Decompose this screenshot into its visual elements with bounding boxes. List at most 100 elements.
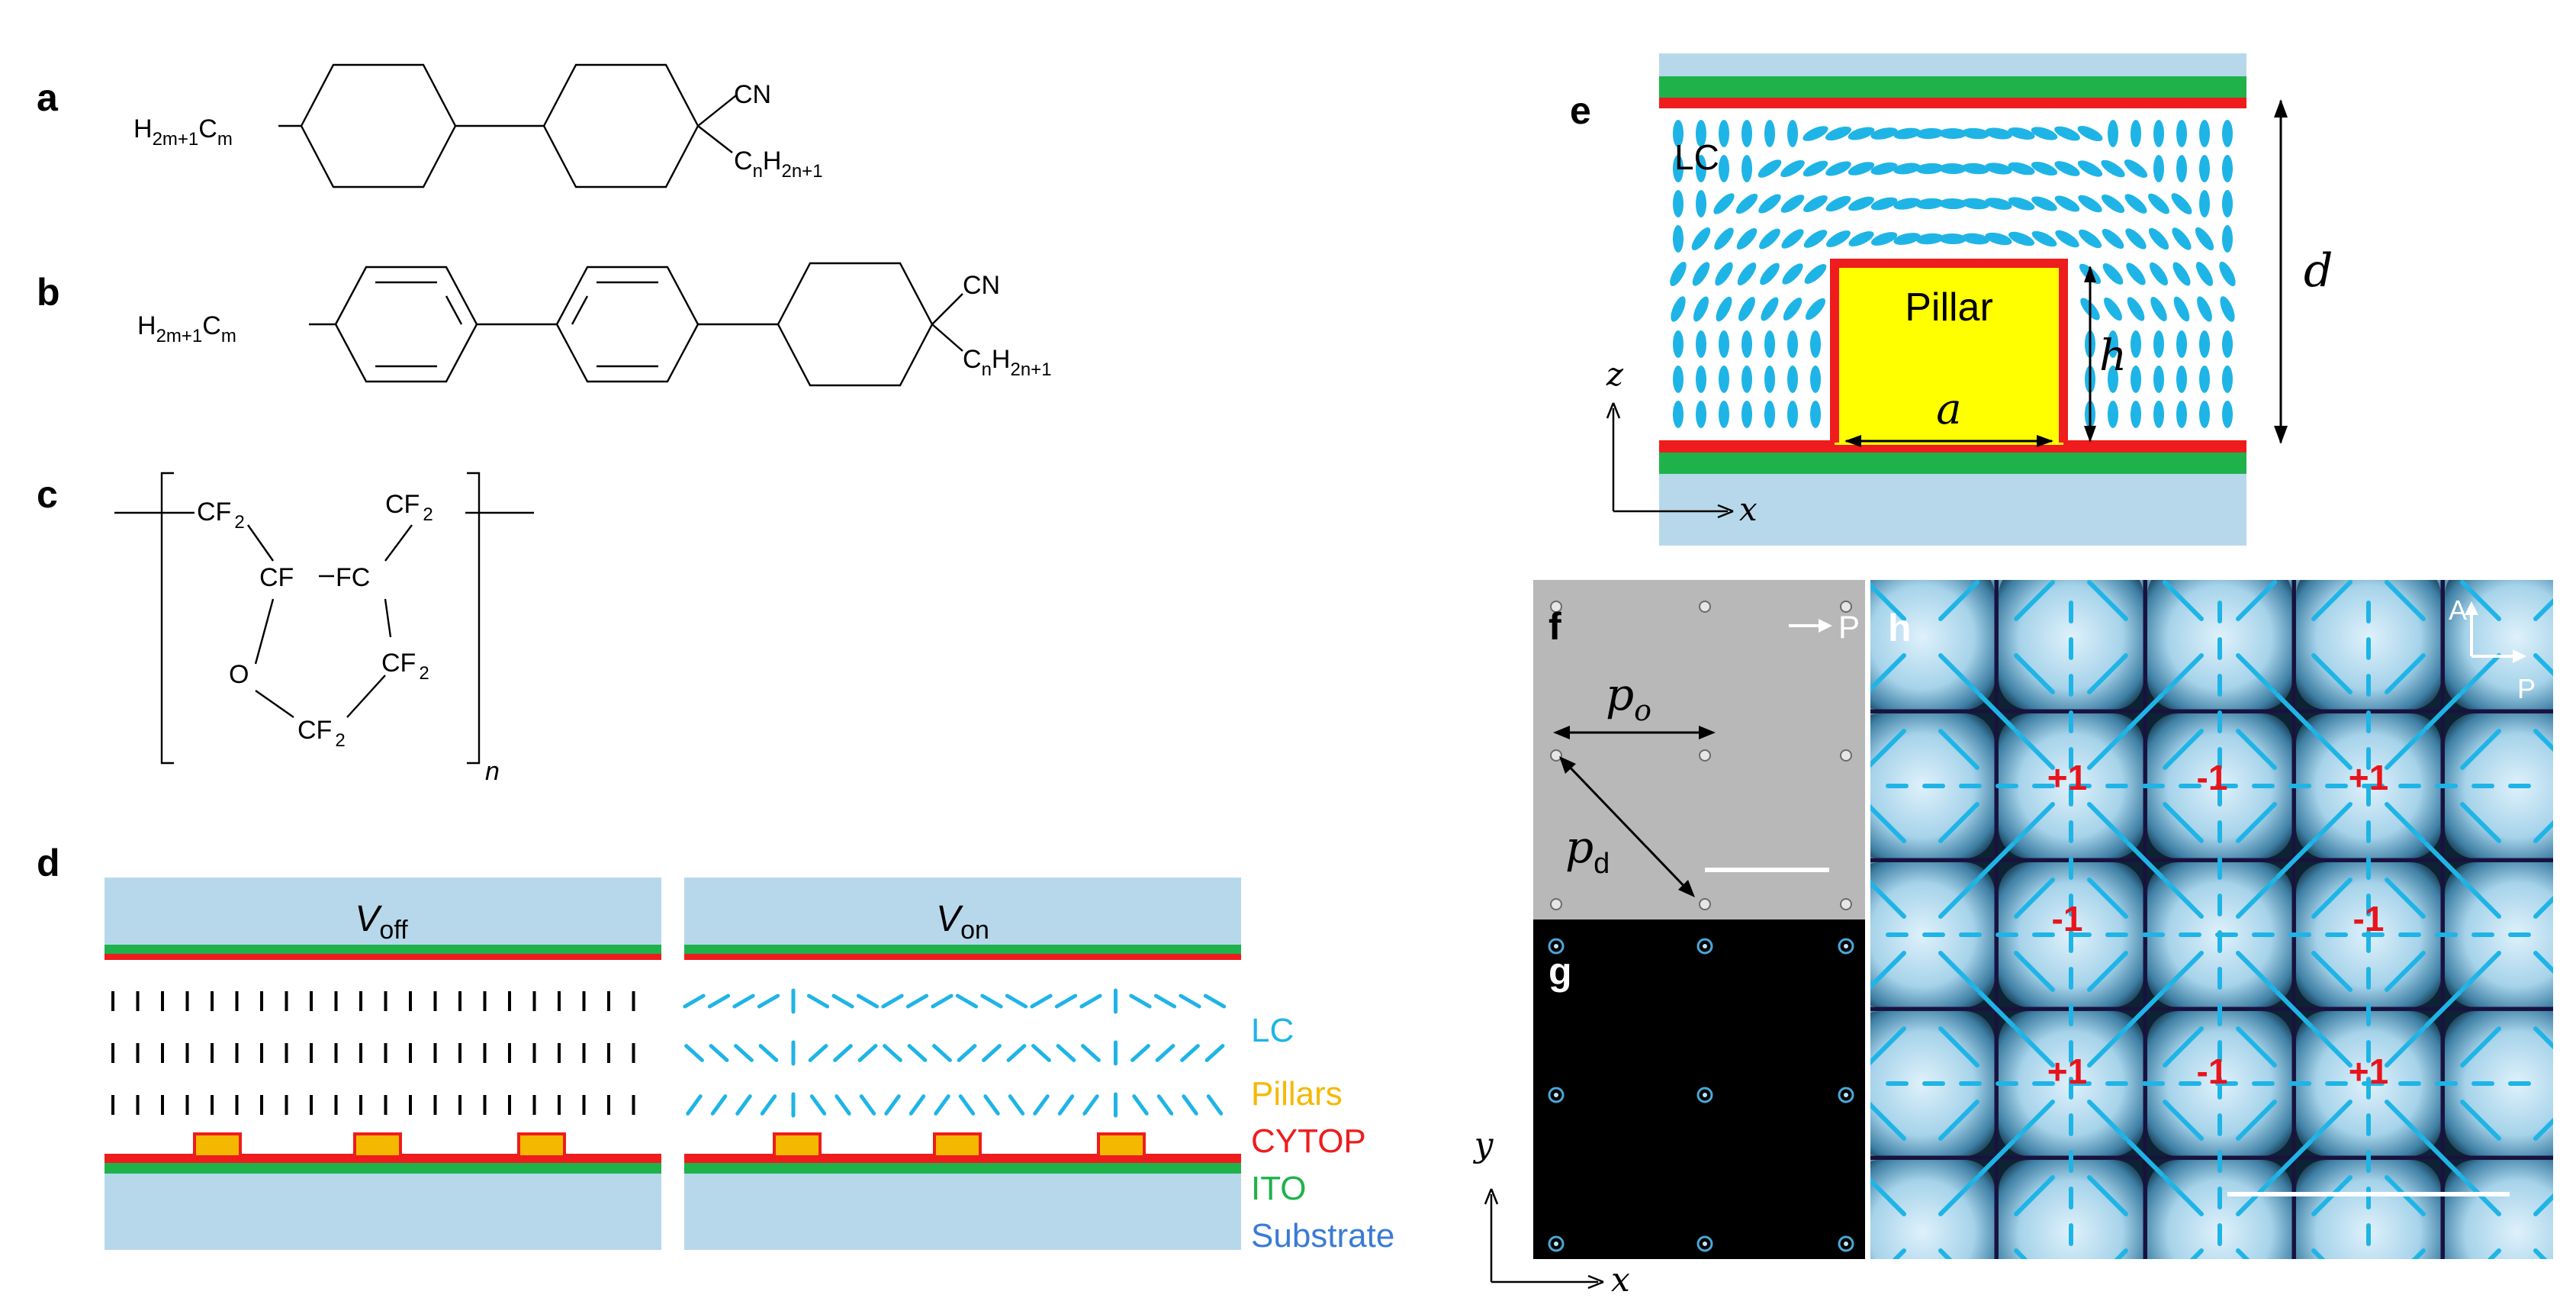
defect-core	[1554, 1242, 1558, 1246]
top-substrate	[105, 878, 661, 945]
bracket-right	[467, 472, 481, 765]
ring-bonds	[247, 524, 413, 718]
bottom-ito	[1659, 452, 2246, 474]
top-cytop	[684, 954, 1241, 960]
director-segment	[2236, 802, 2277, 843]
lc-molecule	[1764, 401, 1775, 428]
lc-molecule	[2055, 230, 2079, 248]
lc-molecule	[707, 994, 731, 1009]
panel-h: +1 -1 +1 -1 -1 +1 -1 +1 h A P	[1870, 580, 2553, 1259]
analyzer-arrowhead	[2465, 601, 2478, 615]
lc-molecule	[2222, 120, 2233, 147]
lc-molecule	[2031, 230, 2057, 247]
lc-molecule	[2172, 262, 2191, 286]
lc-molecule	[1082, 1094, 1099, 1116]
bracket-left	[160, 472, 174, 765]
director-segment	[2014, 1026, 2055, 1068]
lc-molecule	[1804, 264, 1827, 284]
director-segment	[2423, 1138, 2462, 1177]
texture-cell	[2296, 1160, 2441, 1259]
director-segment	[2533, 895, 2553, 919]
director-segment	[2126, 1138, 2165, 1177]
defect-spot	[1548, 1087, 1565, 1103]
polarizer-arrowhead	[1819, 619, 1832, 633]
director-segment	[2385, 802, 2426, 843]
defect-spot	[1548, 938, 1565, 955]
lc-molecule	[1673, 190, 1684, 217]
director-segment	[2087, 653, 2128, 694]
director-segment	[2163, 878, 2204, 919]
legend-ito: ITO	[1251, 1170, 1307, 1207]
lc-molecule	[2101, 194, 2125, 214]
panel-label-h: h	[1888, 607, 1912, 649]
director-segment	[2126, 841, 2165, 880]
lc-molecule	[2176, 366, 2187, 393]
director-segment	[2236, 951, 2277, 992]
director-segment	[2460, 1100, 2501, 1141]
cyclohexane-ring-3	[777, 262, 934, 387]
lc-molecule	[1893, 127, 1921, 140]
director-segment	[2533, 597, 2553, 621]
pillar-outline	[1830, 259, 2068, 443]
director-segment	[2087, 580, 2128, 621]
lc-molecule	[1803, 126, 1828, 141]
lc-molecule	[2173, 296, 2190, 322]
director-segment	[2311, 729, 2352, 770]
lc-molecule	[1031, 1044, 1051, 1062]
director-segment	[2014, 580, 2055, 621]
director-segment	[1870, 951, 1906, 990]
lc-molecule	[809, 1094, 827, 1116]
lc-molecule	[1805, 298, 1826, 320]
panel-f: f P po pd	[1533, 580, 1865, 919]
lc-molecule	[1693, 296, 1709, 322]
lc-molecule	[2195, 262, 2214, 286]
lc-molecule	[1719, 120, 1729, 147]
director-segment	[1870, 1177, 1906, 1216]
lc-molecule	[1719, 330, 1729, 358]
panel-g-micrograph	[1533, 919, 1865, 1259]
director-segment	[1938, 729, 1979, 770]
lc-molecule	[1962, 163, 1989, 175]
cn-group: CN	[963, 271, 1000, 300]
lc-molecule	[1179, 994, 1201, 1009]
director-segment	[2275, 990, 2314, 1029]
lc-molecule	[1848, 231, 1874, 246]
lc-molecule	[2199, 330, 2210, 358]
lc-molecule	[2127, 297, 2145, 321]
texture-cell	[2445, 713, 2553, 858]
lc-molecule	[2131, 120, 2141, 147]
legend-cytop: CYTOP	[1251, 1122, 1366, 1160]
lc-molecule	[2078, 229, 2102, 249]
director-segment	[2533, 729, 2553, 752]
lc-molecule	[1696, 190, 1706, 217]
director-segment	[2014, 1100, 2055, 1141]
axis-arrowheads	[1484, 1188, 1604, 1290]
director-segment	[2311, 1100, 2352, 1141]
lc-molecule	[710, 1094, 728, 1116]
lc-molecule	[2102, 263, 2124, 285]
director-segment	[2114, 1248, 2128, 1259]
lc-molecule	[1758, 159, 1782, 178]
charge-label: -1	[2197, 758, 2228, 797]
lc-molecule	[1057, 1094, 1075, 1116]
lc-molecule	[1848, 196, 1874, 211]
director-segment	[1870, 804, 1906, 843]
charge-label: -1	[2197, 1052, 2228, 1091]
panel-e: e Pillar LC a h d z x	[1570, 53, 2333, 546]
texture-cell	[1999, 1160, 2143, 1259]
director-segment	[2014, 951, 2055, 992]
pillar	[1097, 1132, 1146, 1158]
lc-molecule	[1787, 401, 1798, 428]
lc-molecule	[1741, 330, 1752, 358]
director-segment	[2087, 951, 2128, 992]
lc-molecules	[1670, 120, 2236, 428]
defect-spot	[1696, 1235, 1713, 1252]
cf-group: CF	[259, 563, 294, 592]
director-segment	[2460, 878, 2501, 919]
charge-label: -1	[2052, 899, 2083, 939]
lc-molecule	[732, 994, 755, 1009]
director-segment	[2163, 580, 2204, 621]
